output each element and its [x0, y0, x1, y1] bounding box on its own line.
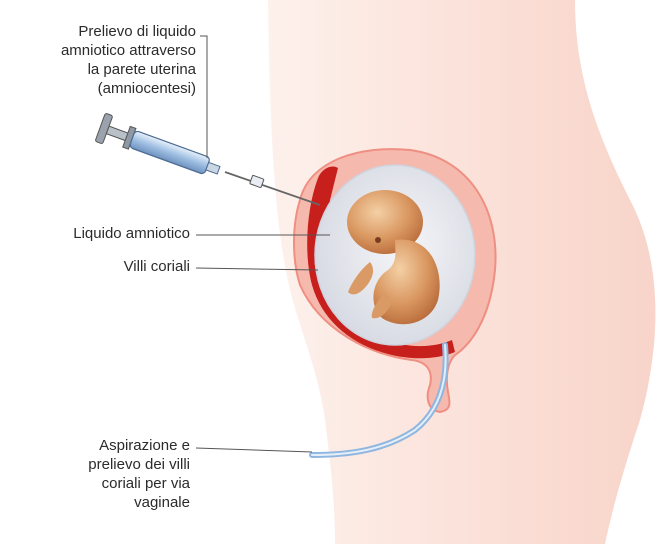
label-line: prelievo dei villi — [0, 455, 190, 474]
label-line: coriali per via — [0, 474, 190, 493]
label-chorionic-villus-sampling: Aspirazione e prelievo dei villi coriali… — [0, 436, 190, 512]
label-line: Villi coriali — [0, 257, 190, 276]
label-line: Liquido amniotico — [0, 224, 190, 243]
label-line: Prelievo di liquido — [0, 22, 196, 41]
syringe — [95, 113, 224, 184]
label-line: amniotico attraverso — [0, 41, 196, 60]
label-amniocentesis: Prelievo di liquido amniotico attraverso… — [0, 22, 196, 98]
leader-line-cvs — [196, 448, 312, 452]
label-line: la parete uterina — [0, 60, 196, 79]
label-line: (amniocentesi) — [0, 79, 196, 98]
leader-line-amniocentesis — [200, 36, 207, 158]
needle-hub — [250, 175, 264, 188]
label-line: vaginale — [0, 493, 190, 512]
label-amniotic-fluid: Liquido amniotico — [0, 224, 190, 243]
label-line: Aspirazione e — [0, 436, 190, 455]
label-chorionic-villi: Villi coriali — [0, 257, 190, 276]
